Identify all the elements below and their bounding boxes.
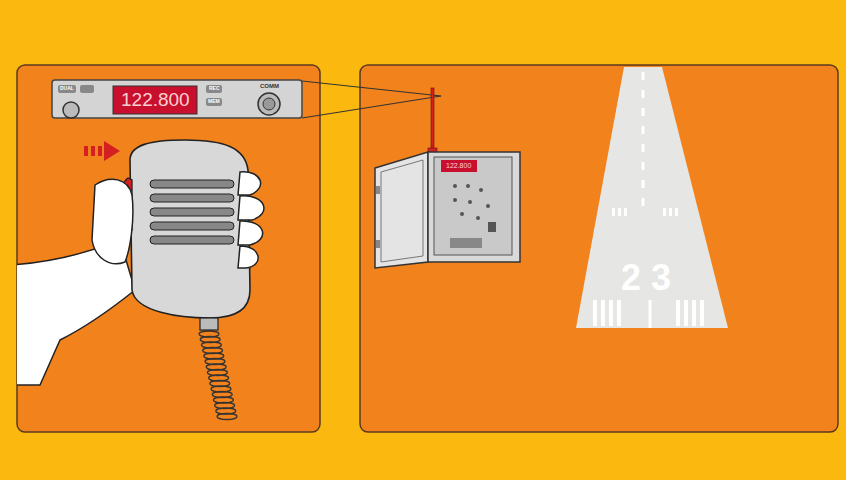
- mic-cord: [199, 331, 237, 420]
- knob-label: COMM: [260, 83, 279, 89]
- frequency-display: 122.800: [121, 90, 190, 109]
- button-label: REC: [209, 86, 220, 91]
- microphone: [130, 140, 250, 318]
- fingers: [238, 172, 264, 268]
- leader-line: [302, 81, 441, 96]
- thumb: [92, 179, 133, 263]
- button-label: DUAL: [60, 86, 74, 91]
- radio-panel: [52, 80, 302, 118]
- button-label: MEM: [208, 99, 220, 104]
- runway-number: 23: [621, 260, 681, 296]
- left-panel: [17, 65, 320, 432]
- runway: [576, 67, 728, 328]
- ground-radio-box: [375, 88, 520, 268]
- frequency-display: 122.800: [446, 162, 471, 169]
- ptt-arrow: [84, 141, 120, 161]
- right-panel: [360, 65, 838, 432]
- leader-line: [302, 96, 441, 118]
